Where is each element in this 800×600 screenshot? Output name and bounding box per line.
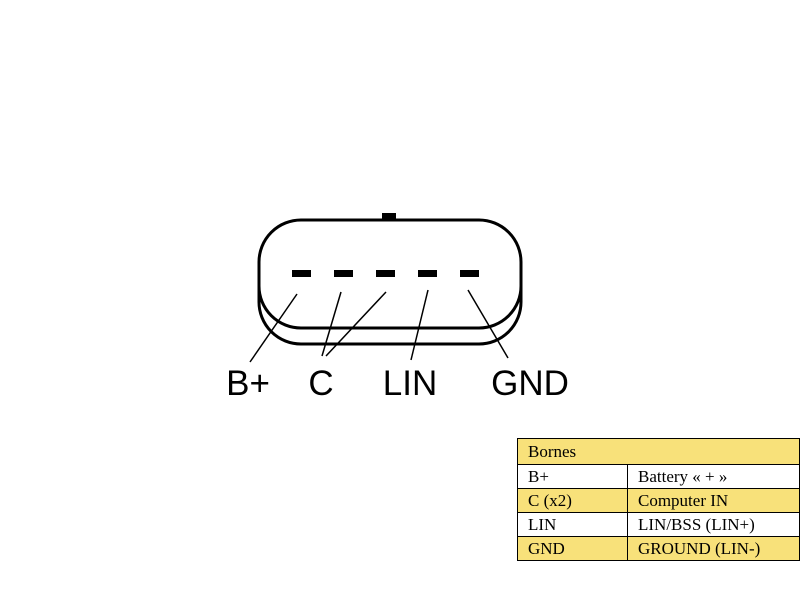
legend-description-cell: GROUND (LIN-): [627, 536, 800, 561]
legend-pin-cell: LIN: [517, 512, 628, 537]
legend-row: GND GROUND (LIN-): [517, 536, 800, 561]
legend-pin-cell: C (x2): [517, 488, 628, 513]
connector-key-tab: [382, 213, 396, 221]
pin-label-b-plus: B+: [226, 364, 270, 403]
pin-label-gnd: GND: [491, 364, 569, 403]
pin-label-c: C: [308, 364, 333, 403]
leader-line-lin: [410, 289, 429, 361]
pin-label-lin: LIN: [383, 364, 437, 403]
legend-row: LIN LIN/BSS (LIN+): [517, 512, 800, 537]
pin-slot-4: [418, 270, 437, 277]
pin-slot-3: [376, 270, 395, 277]
legend-pin-cell: GND: [517, 536, 628, 561]
pin-slot-5: [460, 270, 479, 277]
leader-line-c-2: [325, 291, 387, 357]
pin-slot-2: [334, 270, 353, 277]
legend-description-cell: LIN/BSS (LIN+): [627, 512, 800, 537]
legend-header-row: Bornes: [517, 438, 800, 465]
legend-row: B+ Battery « + »: [517, 464, 800, 489]
legend-description-cell: Battery « + »: [627, 464, 800, 489]
legend-pin-cell: B+: [517, 464, 628, 489]
legend-row: C (x2) Computer IN: [517, 488, 800, 513]
leader-line-c-1: [321, 291, 342, 357]
pin-slot-1: [292, 270, 311, 277]
legend-description-cell: Computer IN: [627, 488, 800, 513]
leader-line-b-plus: [249, 293, 298, 363]
pinout-legend-table: Bornes B+ Battery « + » C (x2) Computer …: [517, 438, 800, 561]
leader-line-gnd: [467, 289, 509, 359]
legend-title: Bornes: [517, 438, 800, 465]
